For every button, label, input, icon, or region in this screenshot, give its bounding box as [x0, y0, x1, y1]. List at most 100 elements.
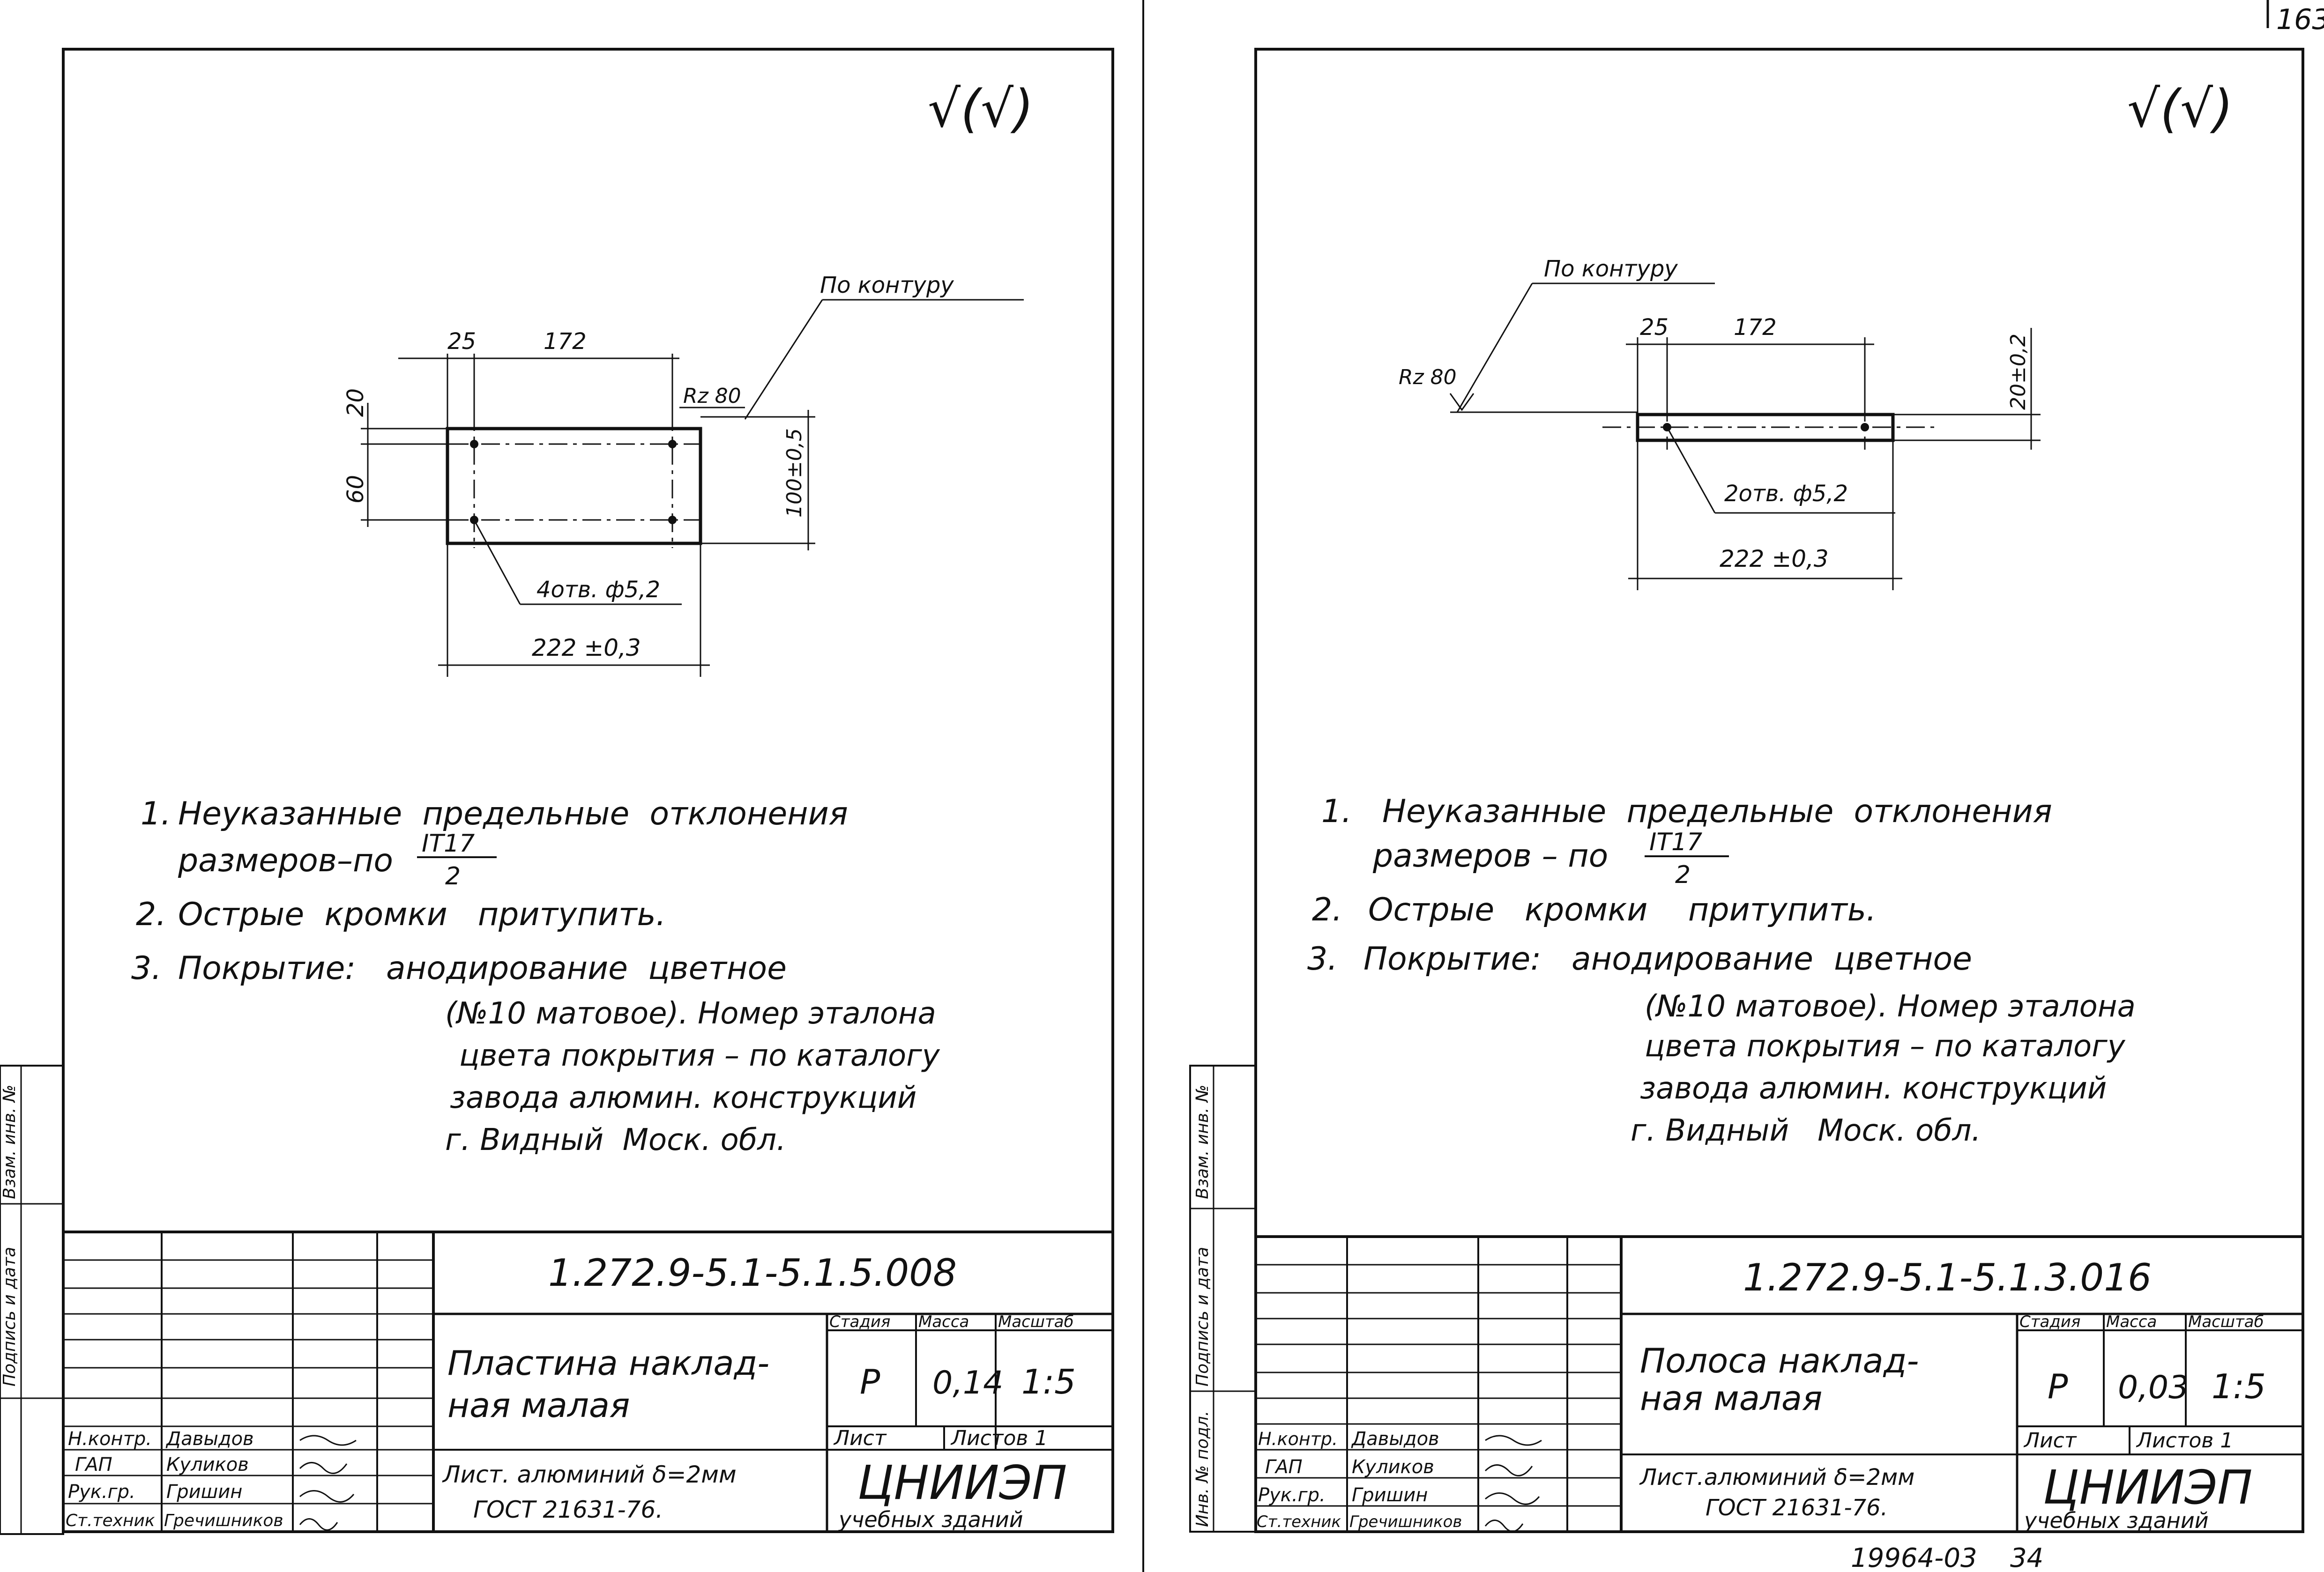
hole-mark — [668, 440, 677, 448]
note-line: Неуказанные предельные отклонения — [1382, 793, 2052, 830]
sheet-right: √(√) 25 172 20±0,2 222 ±0,3 — [1189, 48, 2304, 1572]
note-line: размеров–по — [178, 842, 393, 879]
note-line: Покрытие: анодирование цветное — [1363, 941, 1972, 978]
sheet-header: Лист — [2023, 1429, 2077, 1453]
role-label: Н.контр. — [1258, 1429, 1338, 1449]
frac-bottom: 2 — [1675, 861, 1691, 889]
notes-block: 1. Неуказанные предельные отклонения раз… — [131, 795, 940, 1157]
stage-value: Р — [860, 1362, 880, 1401]
side-stamp-col3: Взам. инв. № — [0, 1085, 19, 1199]
hole-mark — [470, 440, 478, 448]
organization: ЦНИИЭП — [857, 1455, 1067, 1510]
organization: ЦНИИЭП — [2043, 1460, 2252, 1515]
note-number: 1. — [141, 795, 171, 832]
role-name: Куликов — [1352, 1456, 1434, 1478]
note-line: (№10 матовое). Номер эталона — [445, 996, 936, 1031]
dim-20: 20 — [343, 388, 369, 417]
part-name-line1: Пластина наклад- — [447, 1343, 769, 1383]
role-label: ГАП — [1265, 1456, 1303, 1478]
part-name-line1: Полоса наклад- — [1640, 1341, 1919, 1380]
scale-header: Масштаб — [2188, 1312, 2264, 1331]
contour-note: По контуру — [820, 272, 954, 298]
sheets-header: Листов 1 — [950, 1426, 1048, 1450]
side-stamp-col2: Подпись и дата — [0, 1247, 19, 1387]
side-stamp-col3: Взам. инв. № — [1193, 1085, 1212, 1199]
organization-sub: учебных зданий — [838, 1507, 1023, 1532]
dim-25: 25 — [447, 328, 476, 355]
role-name: Гришин — [1352, 1484, 1428, 1506]
side-stamp: Взам. инв. № Подпись и дата Инв. № подл. — [1189, 1065, 1257, 1533]
note-number: 1. — [1321, 793, 1352, 830]
material: Лист. алюминий δ=2мм — [442, 1461, 737, 1488]
scale-value: 1:5 — [2212, 1367, 2266, 1406]
role-label: Рук.гр. — [68, 1481, 135, 1503]
note-line: Неуказанные предельные отклонения — [178, 795, 848, 832]
signature-marks — [299, 1435, 357, 1531]
note-line: г. Видный Моск. обл. — [1631, 1113, 1981, 1148]
frac-bottom: 2 — [445, 862, 461, 890]
note-number: 2. — [1312, 891, 1342, 928]
page-number: 163 — [2276, 3, 2324, 36]
dim-60: 60 — [343, 475, 369, 504]
side-stamp-col2: Подпись и дата — [1193, 1247, 1212, 1387]
note-line: размеров – по — [1372, 838, 1608, 875]
role-label: ГАП — [75, 1454, 112, 1476]
note-line: (№10 матовое). Номер эталона — [1645, 989, 2136, 1024]
part-name-line2: ная малая — [447, 1386, 630, 1425]
roughness-mark: √(√) — [928, 79, 1034, 139]
role-name: Гречишников — [1349, 1513, 1462, 1531]
stage-value: Р — [2048, 1367, 2068, 1406]
note-number: 2. — [136, 896, 166, 933]
contour-note: По контуру — [1544, 256, 1678, 282]
holes-note: 4отв. ф5,2 — [536, 577, 660, 603]
mass-header: Масса — [2106, 1312, 2157, 1331]
note-line: цвета покрытия – по каталогу — [459, 1038, 940, 1073]
role-label: Н.контр. — [68, 1428, 152, 1450]
sheet-header: Лист — [833, 1426, 887, 1450]
rz-note: Rz 80 — [683, 384, 741, 408]
mass-value: 0,14 — [932, 1364, 1003, 1401]
side-stamp-col1: Инв. № подл. — [1193, 1411, 1212, 1527]
note-line: завода алюмин. конструкций — [1640, 1071, 2107, 1106]
archive-number: 19964-03 — [1851, 1543, 1977, 1572]
part-drawing-plate: 25 172 20 60 100±0,5 222 ±0,3 4отв. ф5,2 — [343, 272, 1024, 677]
dim-25: 25 — [1640, 314, 1669, 341]
archive-sheet: 34 — [2010, 1543, 2043, 1572]
role-label: Рук.гр. — [1258, 1484, 1326, 1506]
hole-mark — [668, 516, 677, 524]
signature-marks — [1484, 1435, 1542, 1532]
dim-height: 20±0,2 — [2006, 334, 2030, 410]
role-name: Куликов — [166, 1454, 249, 1476]
role-name: Давыдов — [165, 1428, 254, 1450]
role-name: Давыдов — [1351, 1428, 1439, 1450]
note-line: Острые кромки притупить. — [1368, 891, 1877, 928]
roughness-mark: √(√) — [2127, 79, 2233, 139]
scale-value: 1:5 — [1021, 1362, 1076, 1401]
standard: ГОСТ 21631-76. — [473, 1496, 663, 1523]
title-block: Н.контр. Давыдов ГАП Куликов Рук.гр. Гри… — [1256, 1235, 2303, 1533]
designation: 1.272.9-5.1-5.1.5.008 — [548, 1251, 957, 1295]
frac-top: IT17 — [1649, 828, 1702, 856]
sheet-left: √(√) 25 172 20 60 — [0, 48, 1114, 1535]
role-label: Ст.техник — [66, 1511, 155, 1530]
part-drawing-strip: 25 172 20±0,2 222 ±0,3 2отв. ф5,2 По кон… — [1399, 256, 2041, 590]
note-line: Покрытие: анодирование цветное — [178, 950, 787, 987]
part-name-line2: ная малая — [1640, 1379, 1822, 1418]
note-line: г. Видный Моск. обл. — [445, 1123, 786, 1157]
title-block: Н.контр. Давыдов ГАП Куликов Рук.гр. Гри… — [63, 1231, 1113, 1532]
mass-value: 0,03 — [2118, 1369, 2189, 1406]
note-number: 3. — [131, 950, 162, 987]
stage-header: Стадия — [2019, 1312, 2080, 1331]
rz-note: Rz 80 — [1399, 365, 1457, 389]
dim-172: 172 — [1734, 314, 1777, 341]
note-line: цвета покрытия – по каталогу — [1645, 1029, 2126, 1064]
hole-mark — [1861, 423, 1869, 431]
dim-height: 100±0,5 — [782, 428, 806, 518]
note-line: Острые кромки притупить. — [178, 896, 666, 933]
frac-top: IT17 — [422, 830, 475, 858]
note-line: завода алюмин. конструкций — [450, 1081, 916, 1115]
sheets-header: Листов 1 — [2136, 1429, 2233, 1453]
notes-block: 1. Неуказанные предельные отклонения раз… — [1307, 793, 2136, 1148]
role-name: Гришин — [166, 1481, 242, 1503]
note-number: 3. — [1307, 941, 1338, 978]
